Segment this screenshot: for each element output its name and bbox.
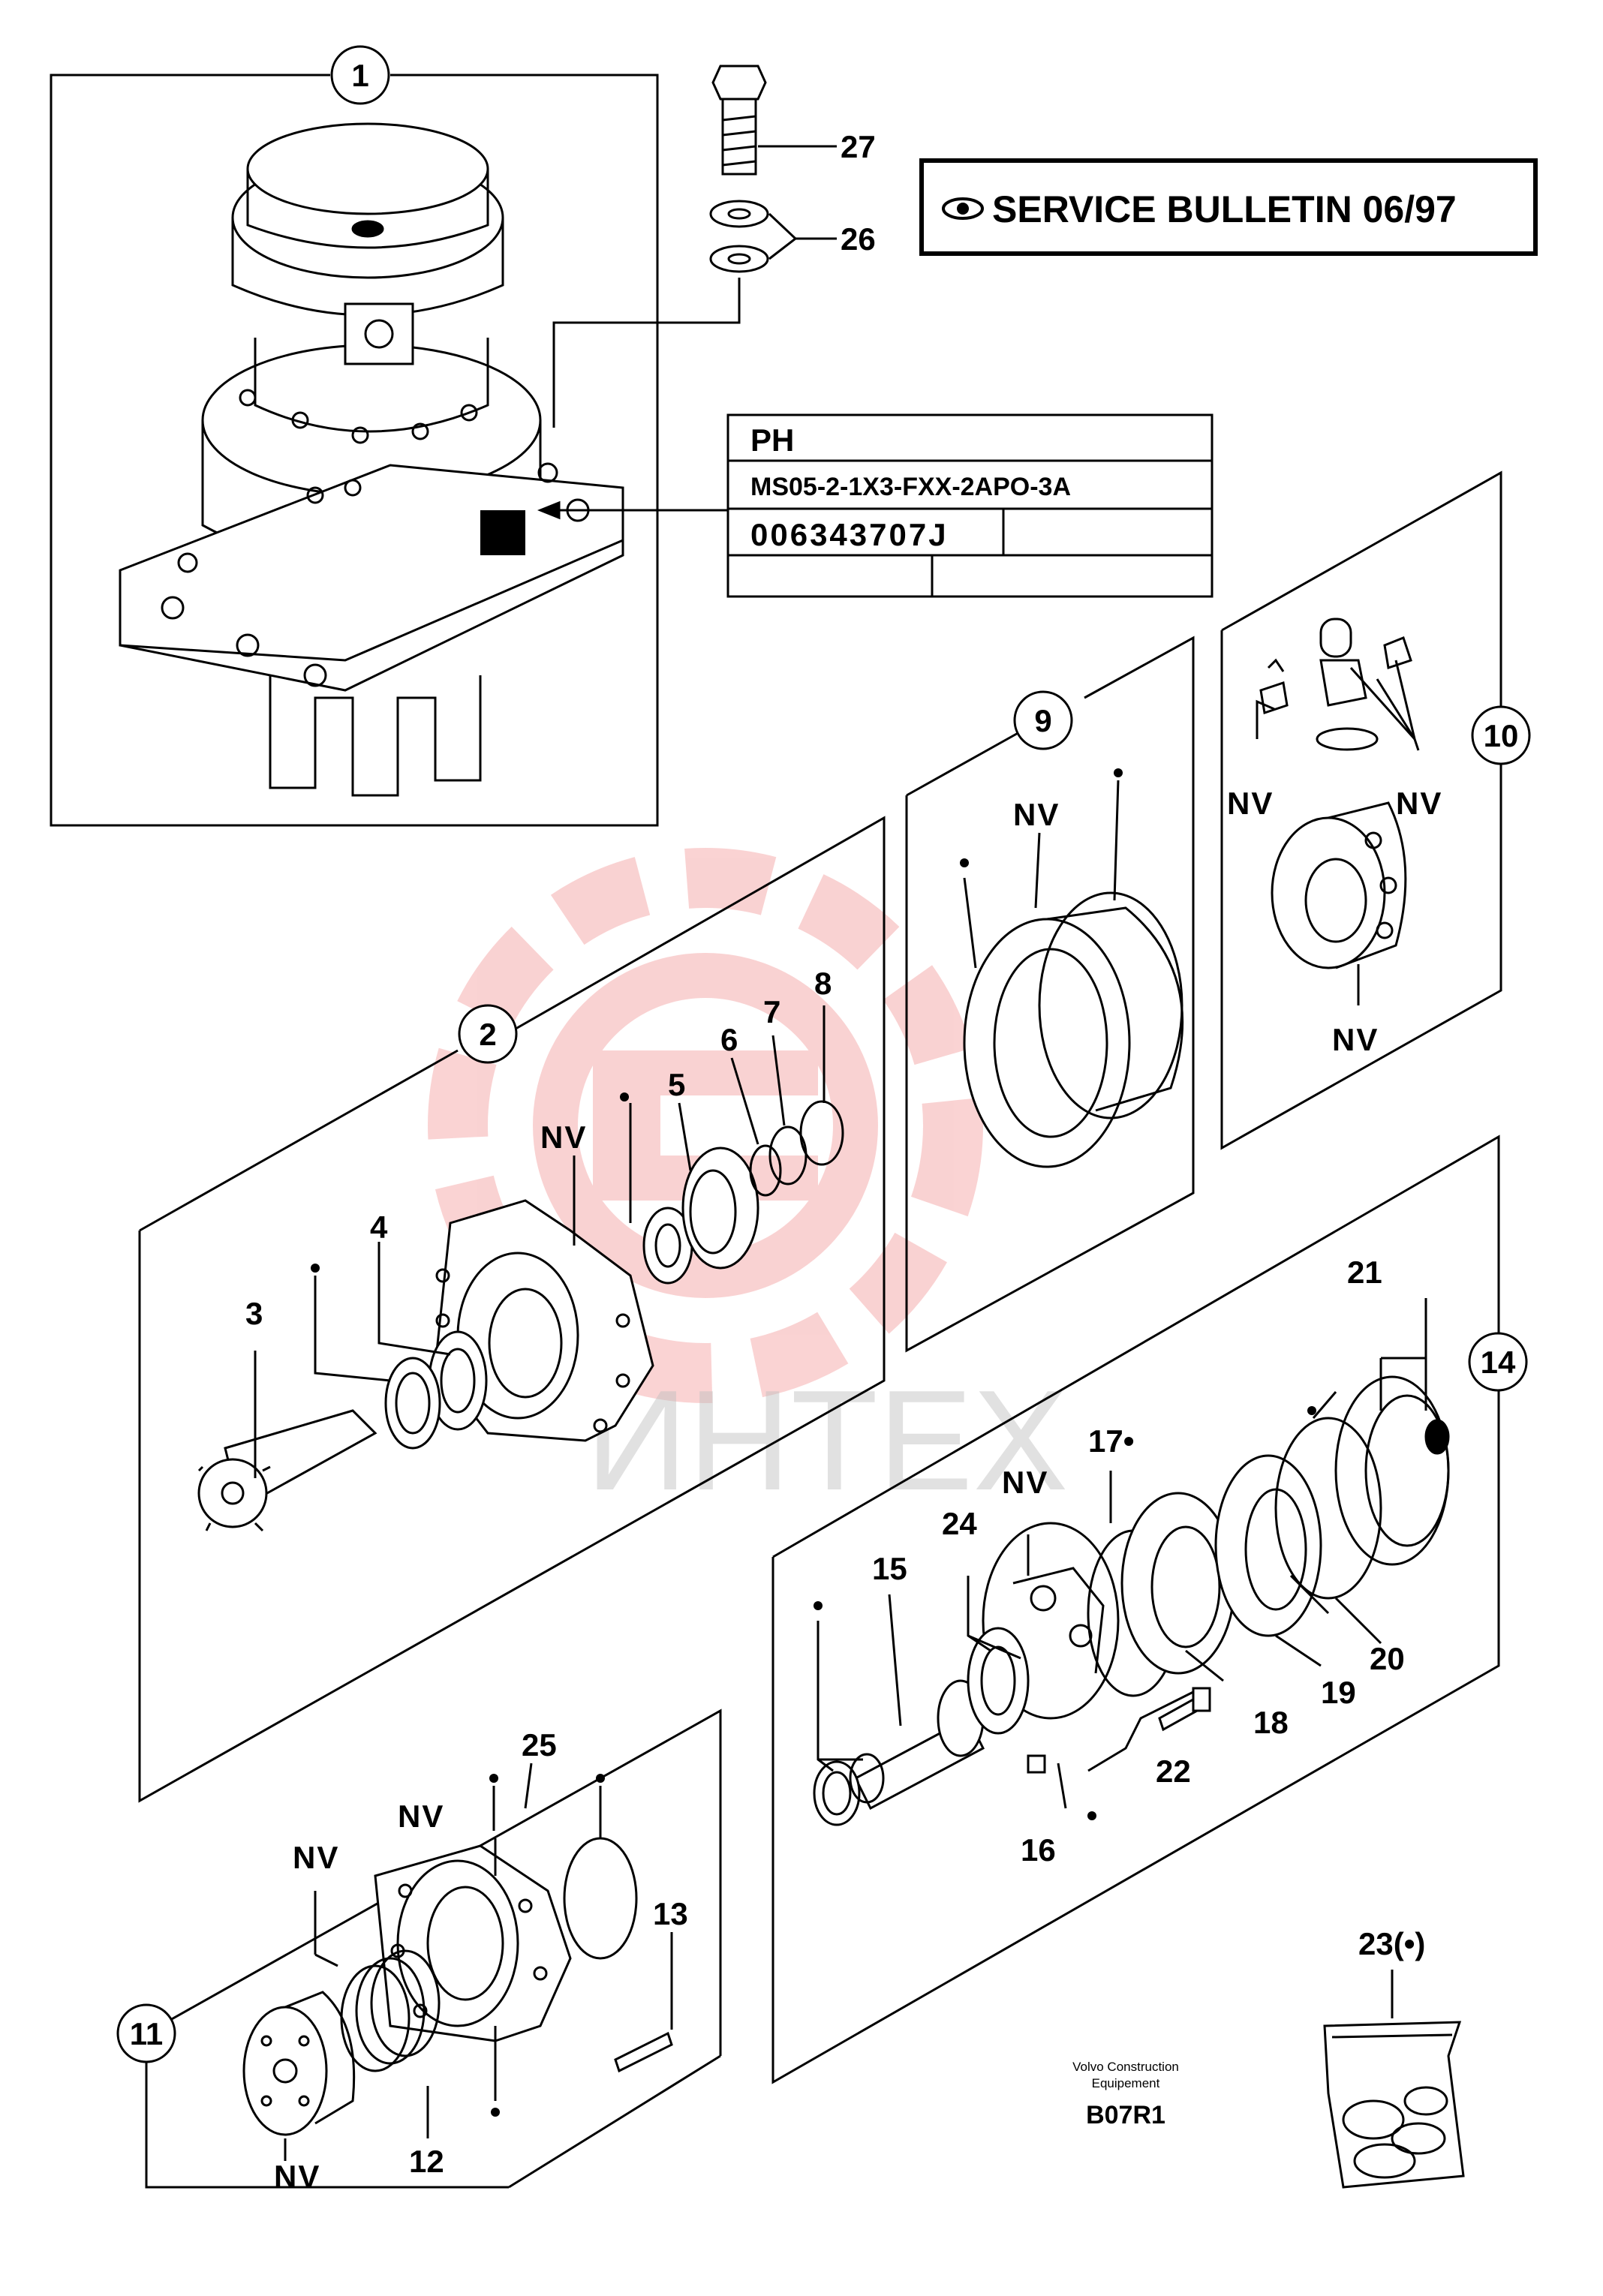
- callout-13: 13: [653, 1896, 688, 1931]
- callout-18: 18: [1253, 1705, 1289, 1740]
- callout-8: 8: [814, 966, 832, 1001]
- group-2-housing: [138, 816, 886, 1803]
- callout-circle-11: 11: [116, 2003, 176, 2063]
- callout-22: 22: [1156, 1754, 1191, 1789]
- nameplate-leader: [537, 278, 741, 520]
- callout-7: 7: [763, 994, 780, 1029]
- group-9-ring-gear: [905, 636, 1195, 1353]
- nv-label: NV: [1013, 797, 1060, 832]
- callout-17: 17•: [1088, 1423, 1134, 1459]
- nameplate-row2: MS05-2-1X3-FXX-2APO-3A: [750, 473, 1071, 501]
- nv-label: NV: [293, 1840, 339, 1875]
- callout-25: 27: [841, 129, 876, 164]
- marker-dot: [596, 1774, 605, 1783]
- callout-20: 20: [1370, 1641, 1405, 1676]
- callout-19: 19: [1321, 1675, 1356, 1710]
- callout-27: 25: [522, 1727, 557, 1763]
- nv-label: NV: [398, 1799, 444, 1834]
- svg-text:9: 9: [1034, 703, 1051, 738]
- group-10-valve-parts: [1220, 470, 1502, 1150]
- nv-label: NV: [1332, 1022, 1379, 1057]
- watermark-text: ИНТЕХ: [585, 1361, 1068, 1520]
- callout-circle-9: 9: [1013, 690, 1073, 750]
- callout-23-kit: 23(•): [1358, 1926, 1425, 1961]
- nv-label: NV: [1227, 786, 1274, 821]
- callout-6: 6: [720, 1022, 738, 1057]
- marker-dot: [620, 1092, 629, 1101]
- callout-3: 3: [245, 1296, 263, 1331]
- callout-12: 12: [409, 2144, 444, 2179]
- service-bulletin-box: SERVICE BULLETIN 06/97: [919, 158, 1538, 256]
- marker-dot: [1307, 1406, 1316, 1415]
- nameplate-table: [726, 413, 1214, 598]
- nv-label: NV: [1002, 1465, 1048, 1500]
- callout-4: 4: [370, 1210, 388, 1245]
- svg-text:11: 11: [130, 2016, 163, 2051]
- svg-text:2: 2: [479, 1017, 496, 1052]
- svg-text:10: 10: [1484, 718, 1519, 753]
- seal-kit-bag-23: [1323, 1970, 1465, 2189]
- marker-dot: [1087, 1811, 1096, 1820]
- watermark-logo: [428, 848, 983, 1403]
- nameplate-row1: PH: [750, 422, 794, 458]
- footer-maker-line1: Volvo Construction: [1072, 2060, 1179, 2074]
- callout-5: 5: [668, 1067, 685, 1102]
- nv-label: NV: [1396, 786, 1442, 821]
- callout-circle-14: 14: [1468, 1332, 1528, 1392]
- callout-24: 24: [942, 1506, 977, 1541]
- callout-circle-10: 10: [1471, 705, 1531, 765]
- washers-26: [709, 200, 837, 273]
- nameplate-row3: 006343707J: [750, 517, 949, 552]
- footer-code: B07R1: [1086, 2101, 1165, 2129]
- svg-text:14: 14: [1481, 1345, 1516, 1380]
- marker-dot: [1114, 768, 1123, 777]
- group-14-planetary: [771, 1134, 1500, 2084]
- marker-dot: [814, 1601, 823, 1610]
- marker-dot: [491, 2108, 500, 2117]
- callout-circle-2: 2: [458, 1004, 518, 1064]
- callout-26: 26: [841, 221, 876, 257]
- group-11-end-cover: [145, 1708, 722, 2189]
- service-bulletin-text: SERVICE BULLETIN 06/97: [992, 188, 1457, 230]
- group-1-complete-motor: [50, 74, 659, 827]
- marker-dot: [311, 1264, 320, 1273]
- svg-text:1: 1: [351, 58, 368, 93]
- marker-dot: [489, 1774, 498, 1783]
- marker-dot: [960, 858, 969, 867]
- callout-circle-1: 1: [330, 45, 390, 105]
- callout-15: 15: [872, 1551, 907, 1586]
- footer-maker-line2: Equipement: [1092, 2076, 1160, 2090]
- bolt-25: [711, 65, 837, 176]
- callout-16: 16: [1021, 1832, 1056, 1868]
- callout-21: 21: [1347, 1255, 1382, 1290]
- eye-icon: [942, 197, 984, 220]
- nv-label: NV: [274, 2159, 320, 2194]
- nv-label: NV: [540, 1119, 587, 1155]
